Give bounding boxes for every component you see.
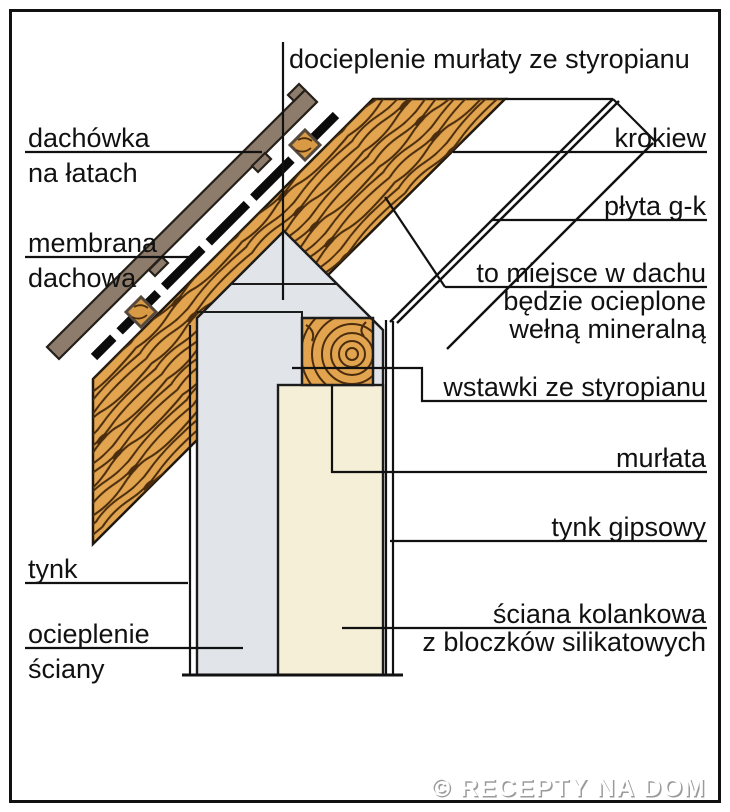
roof-tile-shape [45,82,319,361]
label-wstawki: wstawki ze styropianu [442,372,706,402]
label-ocieplenie-2: ściany [28,654,105,684]
batten-shape [123,294,159,330]
label-docieplenie-murlaty: docieplenie murłaty ze styropianu [289,44,690,74]
watermark: © RECEPTY NA DOM [432,774,706,802]
plaster-right-lines [384,320,395,675]
label-membrana: membrana [28,228,158,258]
label-miejsce-2: będzie ocieplone [503,286,706,316]
label-plyta-gk: płyta g-k [604,191,707,221]
label-dachowka-2: na łatach [28,158,138,188]
label-ocieplenie: ocieplenie [28,619,150,649]
label-dachowka: dachówka [28,123,151,153]
label-krokiew: krokiew [614,123,706,153]
leader-murlata [330,385,707,474]
plasterboard-lines [389,98,654,350]
label-membrana-2: dachowa [28,263,137,293]
roof-end-cut-line [612,98,656,142]
batten-shape [287,127,323,163]
leader-wstawki [292,366,707,403]
wall-plate-shape [300,316,375,387]
label-sciana-2: z bloczków silikatowych [422,627,706,657]
leader-miejsce [384,196,707,289]
knee-wall-shape [276,383,385,677]
watermark-shadow: © RECEPTY NA DOM [433,776,707,804]
label-tynk: tynk [28,554,78,584]
label-miejsce-1: to miejsce w dachu [476,258,706,288]
label-miejsce-3: wełną mineralną [508,314,707,344]
label-sciana-1: ściana kolankowa [493,599,707,629]
label-tynk-gipsowy: tynk gipsowy [551,512,706,542]
label-murlata: murłata [616,443,707,473]
